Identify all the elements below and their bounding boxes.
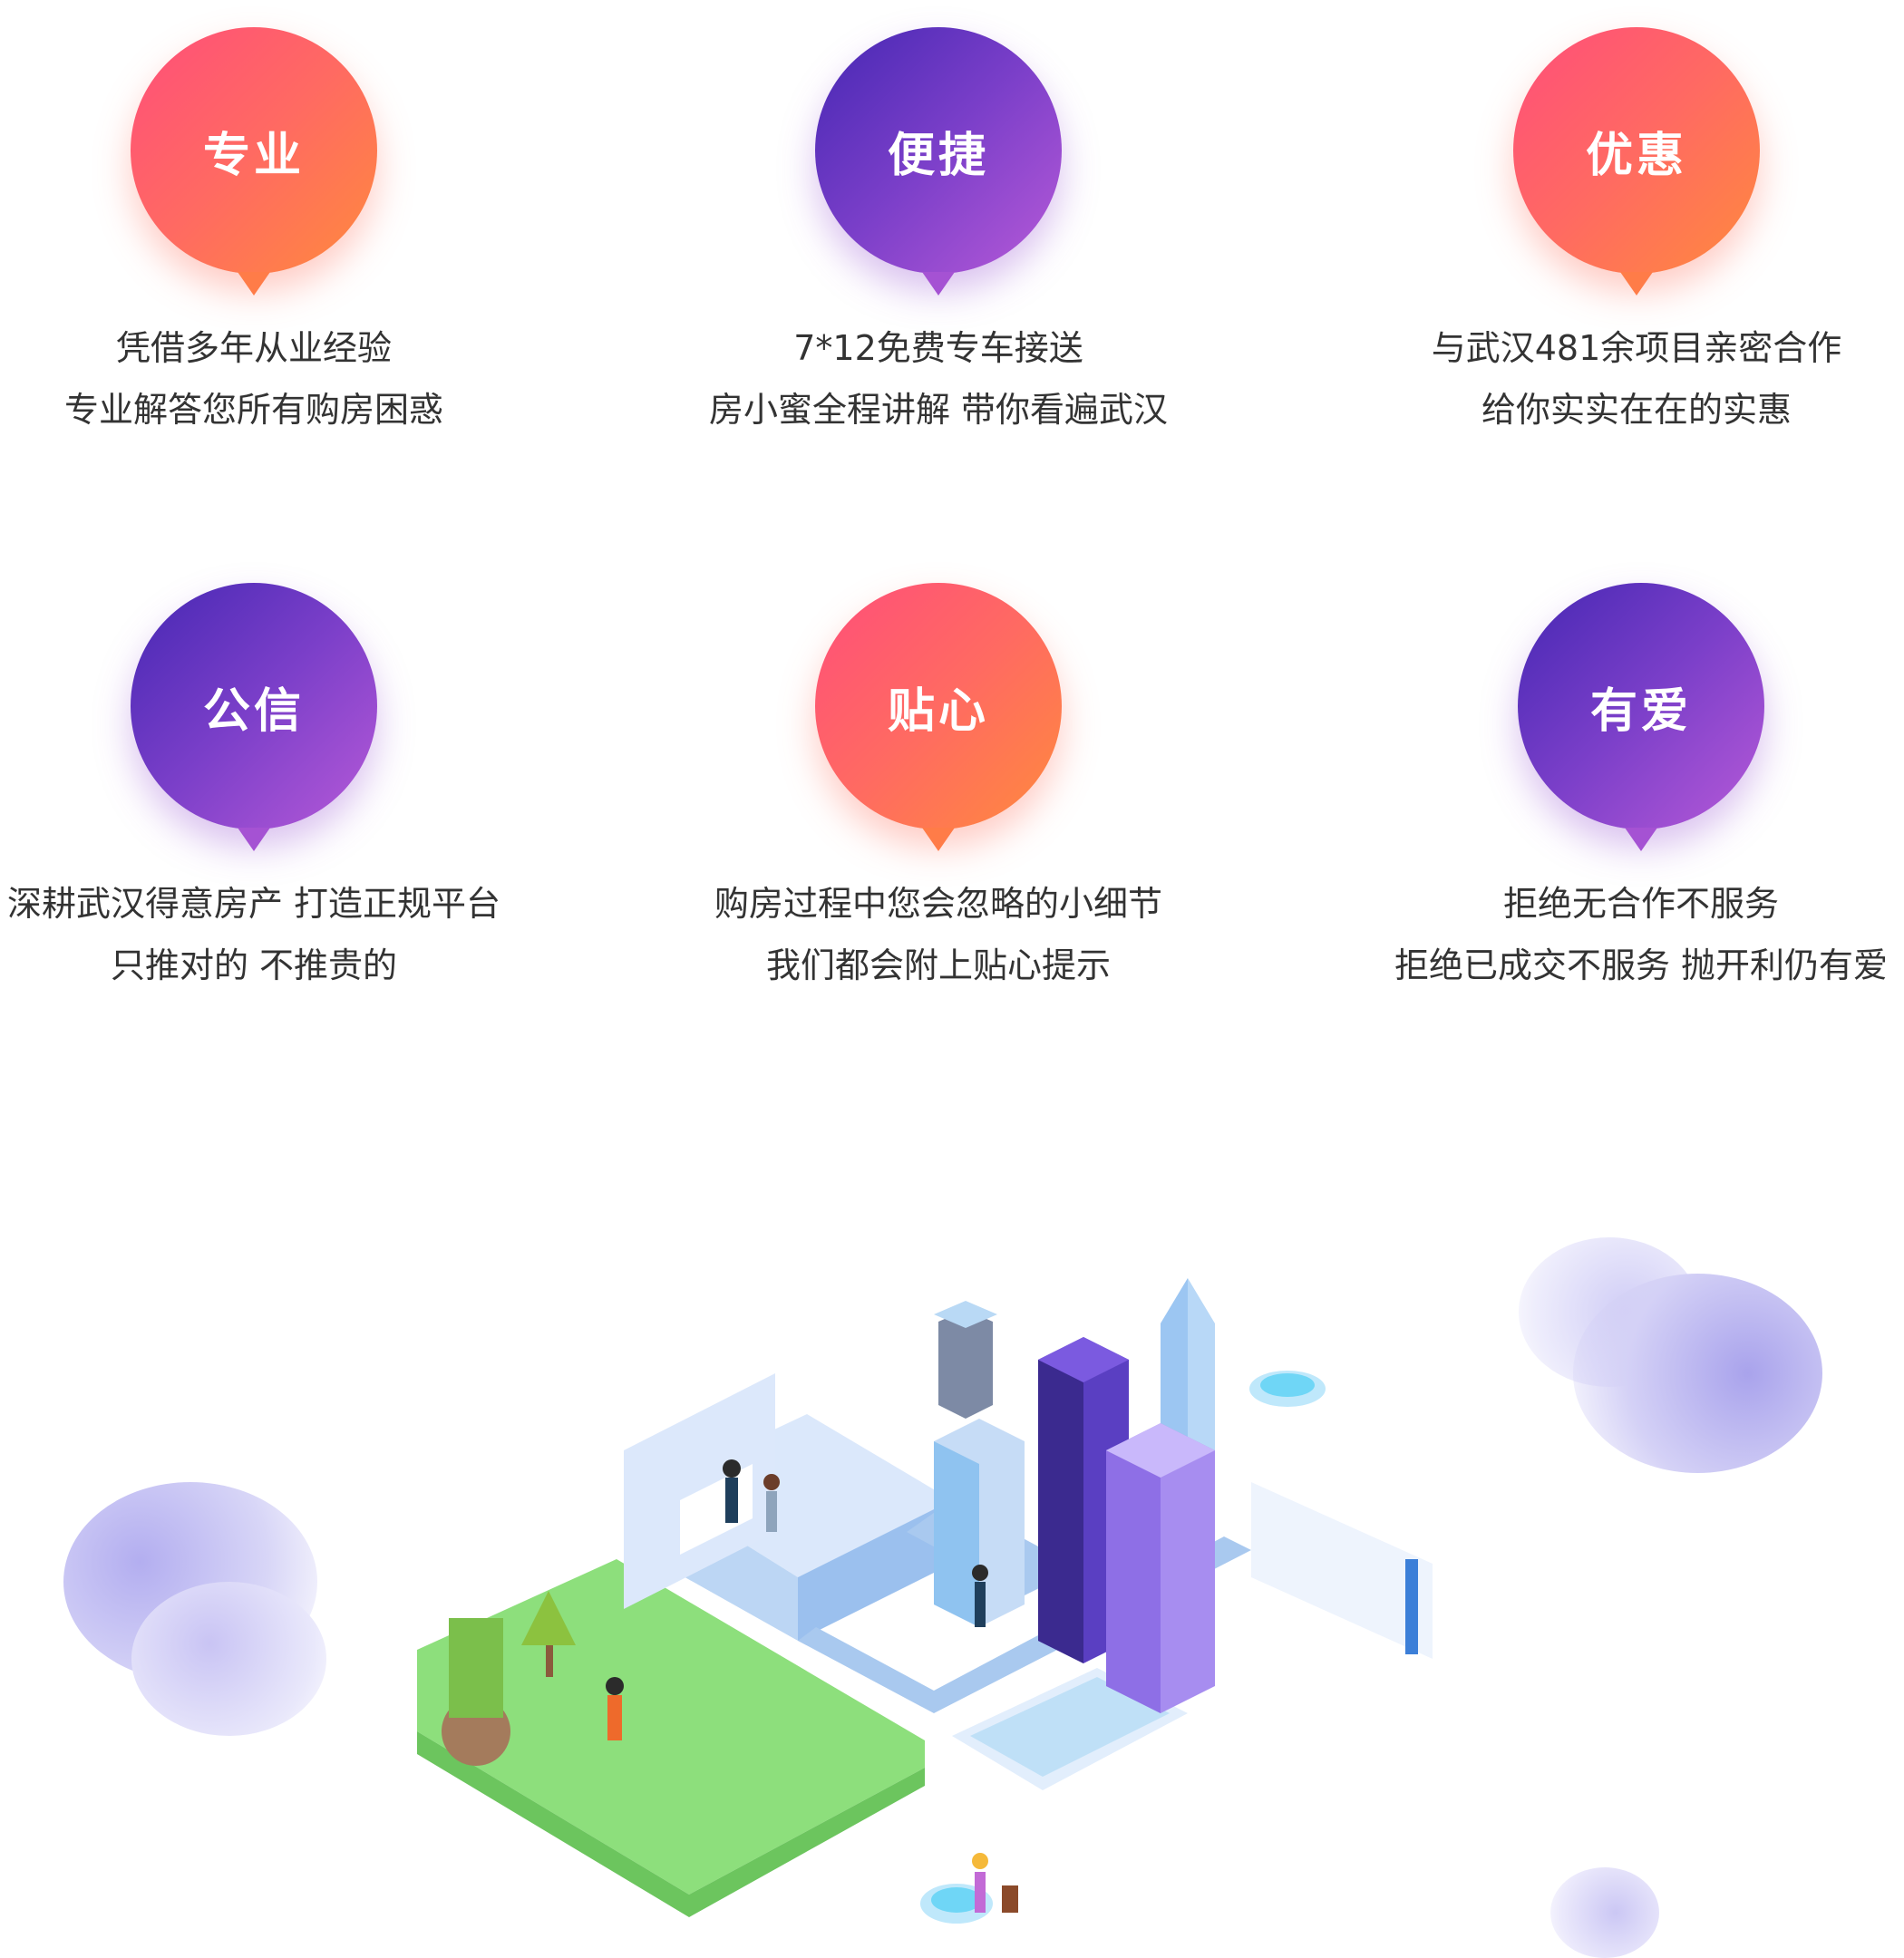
feature-caring: 有爱 拒绝无合作不服务 拒绝已成交不服务 抛开利仍有爱 xyxy=(1324,583,1904,996)
feature-title: 优惠 xyxy=(1585,128,1687,183)
city-illustration xyxy=(417,1278,1433,1924)
desc-line: 我们都会附上贴心提示 xyxy=(765,945,1111,985)
feature-bubble: 公信 xyxy=(131,583,377,851)
feature-bubble: 专业 xyxy=(131,27,377,296)
desc-line: 拒绝已成交不服务 抛开利仍有爱 xyxy=(1394,945,1889,985)
desc-line: 拒绝无合作不服务 xyxy=(1502,884,1779,924)
feature-credibility: 公信 深耕武汉得意房产 打造正规平台 只推对的 不推贵的 xyxy=(0,583,571,996)
desc-line: 深耕武汉得意房产 打造正规平台 xyxy=(6,884,501,924)
feature-discount: 优惠 与武汉481余项目亲密合作 给你实实在在的实惠 xyxy=(1319,27,1904,441)
feature-description: 凭借多年从业经验 专业解答您所有购房困惑 xyxy=(0,317,571,441)
feature-bubble: 便捷 xyxy=(815,27,1062,296)
feature-description: 购房过程中您会忽略的小细节 我们都会附上贴心提示 xyxy=(621,873,1256,996)
desc-line: 7*12免费专车接送 xyxy=(793,328,1083,368)
decor-blob xyxy=(1550,1867,1659,1958)
desc-line: 购房过程中您会忽略的小细节 xyxy=(714,884,1162,924)
feature-title: 公信 xyxy=(202,683,305,739)
decor-blob xyxy=(1573,1274,1822,1473)
decor-blob xyxy=(131,1582,326,1736)
feature-description: 拒绝无合作不服务 拒绝已成交不服务 抛开利仍有爱 xyxy=(1324,873,1904,996)
desc-line: 与武汉481余项目亲密合作 xyxy=(1431,328,1842,368)
feature-title: 有爱 xyxy=(1589,683,1692,739)
desc-line: 给你实实在在的实惠 xyxy=(1481,390,1792,430)
feature-professional: 专业 凭借多年从业经验 专业解答您所有购房困惑 xyxy=(0,27,571,441)
desc-line: 凭借多年从业经验 xyxy=(115,328,392,368)
feature-title: 专业 xyxy=(202,128,305,183)
feature-title: 贴心 xyxy=(887,683,989,739)
feature-convenient: 便捷 7*12免费专车接送 房小蜜全程讲解 带你看遍武汉 xyxy=(621,27,1256,441)
desc-line: 只推对的 不推贵的 xyxy=(110,945,398,985)
desc-line: 房小蜜全程讲解 带你看遍武汉 xyxy=(708,390,1169,430)
feature-bubble: 贴心 xyxy=(815,583,1062,851)
feature-bubble: 优惠 xyxy=(1513,27,1760,296)
feature-considerate: 贴心 购房过程中您会忽略的小细节 我们都会附上贴心提示 xyxy=(621,583,1256,996)
feature-description: 与武汉481余项目亲密合作 给你实实在在的实惠 xyxy=(1319,317,1904,441)
feature-bubble: 有爱 xyxy=(1518,583,1764,851)
feature-description: 深耕武汉得意房产 打造正规平台 只推对的 不推贵的 xyxy=(0,873,571,996)
desc-line: 专业解答您所有购房困惑 xyxy=(63,390,443,430)
feature-title: 便捷 xyxy=(887,128,989,183)
feature-description: 7*12免费专车接送 房小蜜全程讲解 带你看遍武汉 xyxy=(621,317,1256,441)
